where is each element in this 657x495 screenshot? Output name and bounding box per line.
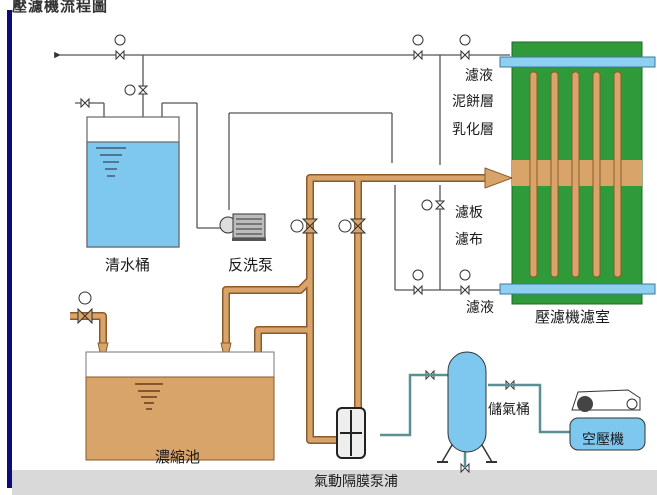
diaphragm-pump-label: 氣動隔膜泵浦 (314, 474, 398, 490)
valves (77, 34, 515, 474)
filter-plate-label: 濾板 (455, 205, 483, 221)
air-receiver: 儲氣桶 (437, 351, 530, 463)
clean-water-tank-label: 清水桶 (105, 256, 150, 274)
diagram-title: 壓濾機流程圖 (12, 0, 109, 14)
air-compressor: 空壓機 (569, 389, 646, 451)
left-frame-bar (7, 10, 12, 488)
pressure-gauge-icon (459, 269, 471, 281)
gate-valve-icon (301, 218, 319, 234)
pressure-gauge-icon (459, 34, 471, 46)
air-receiver-label: 儲氣桶 (488, 402, 530, 418)
gate-valve-icon (77, 307, 93, 325)
filter-cloth-label: 濾布 (455, 232, 483, 248)
gate-valve-icon (460, 284, 470, 296)
pressure-gauge-icon (78, 291, 92, 305)
filter-chamber (571, 71, 580, 278)
gate-valve-icon (413, 49, 423, 61)
filter-plates (529, 71, 622, 278)
floor (12, 470, 657, 495)
thickening-tank: 濃縮池 (85, 351, 275, 466)
pressure-gauge-icon (290, 219, 304, 233)
pressure-gauge-icon (421, 199, 433, 211)
thickening-tank-label: 濃縮池 (155, 448, 200, 466)
filter-chamber (529, 71, 538, 278)
filtrate-bottom-label: 濾液 (466, 300, 494, 316)
pressure-gauge-icon (338, 219, 352, 233)
clean-water-tank: 清水桶 (86, 116, 180, 274)
pressure-gauge-icon (114, 34, 126, 46)
emulsion-layer-label: 乳化層 (452, 122, 494, 138)
gate-valve-icon (115, 49, 125, 61)
gate-valve-icon (349, 218, 367, 234)
gate-valve-icon (137, 85, 149, 95)
filtrate-top-label: 濾液 (465, 68, 493, 84)
gate-valve-icon (80, 97, 90, 109)
pressure-gauge-icon (412, 34, 424, 46)
gate-valve-icon (460, 49, 470, 61)
filter-chamber (550, 71, 559, 278)
filter-cake-label: 泥餅層 (452, 93, 494, 110)
filter-chamber (592, 71, 601, 278)
backwash-pump: 反洗泵 (219, 213, 273, 274)
air-compressor-label: 空壓機 (582, 432, 624, 448)
filter-chamber (613, 71, 622, 278)
filter-press: 濾液 泥餅層 乳化層 濾板 濾布 濾液 壓濾機濾室 (452, 41, 656, 326)
pressure-gauge-icon (124, 84, 136, 96)
backwash-pump-label: 反洗泵 (228, 256, 273, 274)
gate-valve-icon (413, 284, 423, 296)
diaphragm-pump: 氣動隔膜泵浦 (314, 407, 398, 490)
gate-valve-icon (434, 200, 446, 210)
pressure-gauge-icon (412, 269, 424, 281)
filter-press-chamber-label: 壓濾機濾室 (535, 308, 610, 326)
